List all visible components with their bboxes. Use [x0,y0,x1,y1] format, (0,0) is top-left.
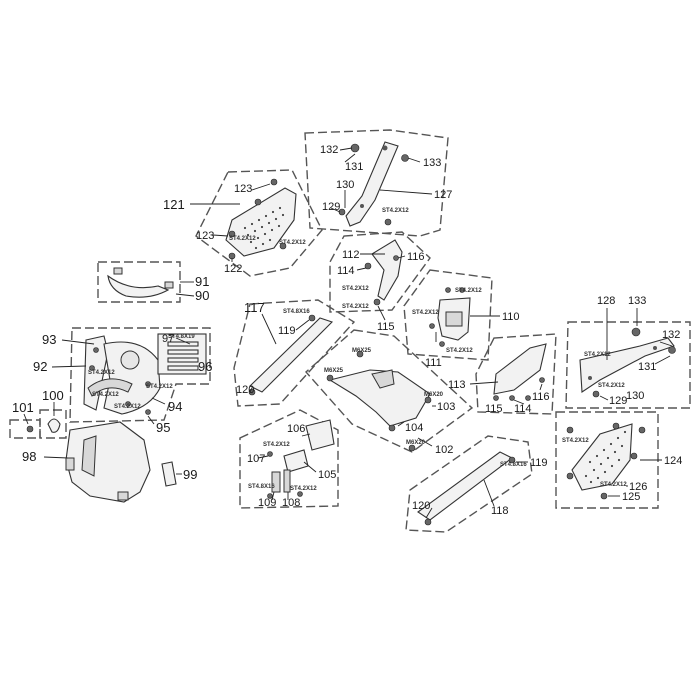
callout-133-right: 133 [628,295,646,307]
spec-st4x12-110c: ST4.2X12 [446,348,473,354]
callout-110: 110 [502,311,520,323]
callout-103: 103 [437,401,455,413]
callout-108: 108 [282,497,300,509]
group-110-bracket: ST4.2X12 ST4.2X12 ST4.2X12 [403,269,500,361]
part-99 [161,461,182,487]
spec-st48x19-97: ST4.8X19 [168,334,195,340]
callout-109: 109 [258,497,276,509]
callout-123-lower: 123 [196,230,214,242]
spec-m6x25-left: M6X25 [324,368,344,374]
group-90-91 [97,261,195,303]
spec-st4x12-127: ST4.2X12 [382,208,409,214]
callout-107: 107 [247,453,265,465]
spec-st4x12-110b: ST4.2X12 [412,310,439,316]
callout-97: 97 [162,333,174,345]
callout-102: 102 [435,444,453,456]
callout-117: 117 [244,300,265,315]
callout-129-right: 129 [609,395,627,407]
spec-m6x20-right: M6X20 [424,392,444,398]
callout-129-top: 129 [322,201,340,213]
callout-115-lower: 115 [485,403,503,415]
callout-126: 126 [629,481,647,493]
callout-104: 104 [405,422,423,434]
group-100-101 [9,402,67,439]
spec-st48x16-117: ST4.8X16 [283,309,310,315]
callout-132-top: 132 [320,144,338,156]
callout-115-upper: 115 [377,321,395,333]
spec-st4x12-121a: ST4.2X12 [229,236,256,242]
group-128-bracket: ST4.2X12 ST4.2X12 [565,308,691,409]
spec-st4x12-128b: ST4.2X12 [598,383,625,389]
callout-118: 118 [491,505,509,517]
callout-113: 113 [448,379,466,391]
spec-st4x12-124a: ST4.2X12 [562,438,589,444]
spec-st4x12-92d: ST4.2X12 [114,404,141,410]
callout-128: 128 [597,295,615,307]
spec-st4x12-92b: ST4.2X12 [92,392,119,398]
callout-98: 98 [22,449,36,464]
spec-st4x12-107: ST4.2X12 [263,442,290,448]
group-121-panel: ST4.2X12 ST4.2X12 [190,169,323,277]
callout-114-lower: 114 [514,403,532,415]
part-98-front-cover [43,421,151,503]
callout-121: 121 [163,197,185,212]
group-92-97-housing: ST4.2X12 ST4.2X12 ST4.2X12 ST4.2X12 ST4.… [51,327,211,425]
spec-m6x25-top: M6X25 [352,348,372,354]
callout-120-upper: 120 [236,384,254,396]
group-117-strip: ST4.8X16 [233,299,356,407]
spec-st4x12-92a: ST4.2X12 [88,370,115,376]
callout-132-right: 132 [662,329,680,341]
callout-120-lower: 120 [412,500,430,512]
callout-112: 112 [342,249,360,261]
spec-st4x12-128a: ST4.2X12 [584,352,611,358]
spec-st4x12-124b: ST4.2X12 [600,482,627,488]
spec-st4x12-92c: ST4.2X12 [146,384,173,390]
callout-119-lower: 119 [530,457,548,469]
callout-127: 127 [434,189,452,201]
spec-st4x12-110a: ST4.2X12 [455,288,482,294]
spec-st4x12-112b: ST4.2X12 [342,304,369,310]
callout-92: 92 [33,359,47,374]
callout-119-upper: 119 [278,325,296,337]
group-113-panel [469,333,557,415]
callout-100: 100 [42,388,64,403]
callout-95: 95 [156,420,170,435]
group-112-cover: ST4.2X12 ST4.2X12 [329,231,431,321]
callout-124: 124 [664,455,682,467]
spec-st48x16-109: ST4.8X16 [248,484,275,490]
callout-133-top: 133 [423,157,441,169]
callout-131-right: 131 [638,361,656,373]
group-124-panel: ST4.2X12 ST4.2X12 [555,411,662,509]
callout-91: 91 [195,274,209,289]
spec-m6x20-bottom: M6X20 [406,440,426,446]
callout-105: 105 [318,469,336,481]
callout-131-top: 131 [345,161,363,173]
callout-106: 106 [287,423,305,435]
callout-93: 93 [42,332,56,347]
spec-st4x12-121b: ST4.2X12 [279,240,306,246]
group-118-strip: ST4.8X16 [405,435,533,533]
callout-123-upper: 123 [234,183,252,195]
callout-99: 99 [183,467,197,482]
callout-90: 90 [195,288,209,303]
callout-101: 101 [12,400,34,415]
callout-116-lower: 116 [532,391,550,403]
callout-114-upper: 114 [337,265,355,277]
spec-st4x12-112a: ST4.2X12 [342,286,369,292]
callout-125: 125 [622,491,640,503]
spec-st4x12-108: ST4.2X12 [290,486,317,492]
spec-st48x16-118: ST4.8X16 [500,462,527,468]
group-127-bracket: ST4.2X12 [304,129,449,237]
group-102-104-center: M6X25 M6X25 M6X20 M6X20 [305,329,474,453]
callout-122: 122 [224,263,242,275]
callout-130-top: 130 [336,179,354,191]
callout-96: 96 [198,359,212,374]
callout-130-right: 130 [626,390,644,402]
callout-94: 94 [168,399,182,414]
group-105-109: ST4.2X12 ST4.8X16 ST4.2X12 [239,409,339,509]
callout-116-upper: 116 [407,251,425,263]
callout-111: 111 [425,357,442,369]
